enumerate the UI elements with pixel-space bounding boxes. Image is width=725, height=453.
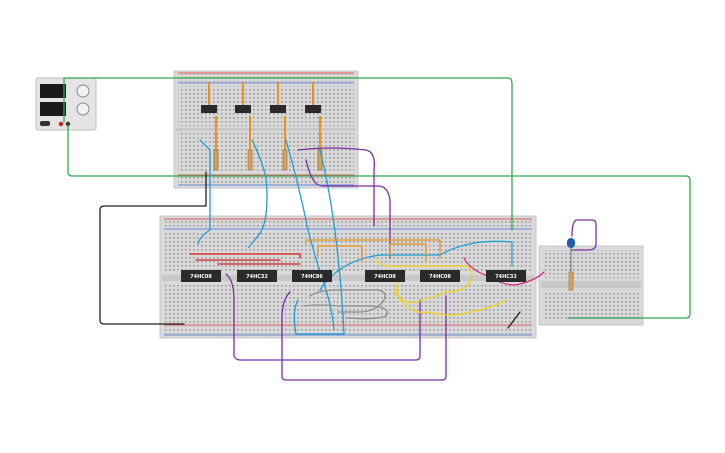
resistor-3-icon[interactable] (282, 149, 288, 171)
wire-orange-2 (317, 245, 363, 263)
wire-blue-1 (197, 139, 211, 245)
chip-label: 74HC08 (374, 274, 396, 280)
wire-purple-4 (281, 291, 447, 381)
chip-body (181, 270, 221, 282)
power-toggle[interactable] (40, 121, 50, 126)
chip-body (292, 270, 332, 282)
chip-label: 74HC32 (246, 274, 268, 280)
voltage-display (40, 84, 66, 98)
wire-magenta (463, 257, 545, 286)
switch-2[interactable] (235, 105, 251, 113)
resistor-led-icon[interactable] (568, 271, 574, 291)
wire-orange-3 (389, 243, 427, 263)
wire-purple-5 (571, 219, 597, 251)
current-knob-icon[interactable] (76, 102, 90, 116)
wire-blue-4 (293, 149, 345, 335)
wires[interactable] (63, 77, 691, 381)
chip-label: 74HC08 (429, 274, 451, 280)
current-display (40, 102, 66, 116)
chip-body (420, 270, 460, 282)
power-supply[interactable] (35, 77, 97, 131)
wire-green-bottom (67, 123, 691, 319)
wire-blue-3 (285, 139, 335, 331)
chip-body (486, 270, 526, 282)
chip-4[interactable]: 74HC08 (365, 270, 405, 282)
wire-red-1 (189, 253, 301, 259)
chip-1[interactable]: 74HC08 (181, 270, 221, 282)
chip-group: 74HC08 74HC32 74HC86 74HC08 74HC08 74HC32 (181, 270, 526, 282)
wire-purple-2 (305, 159, 391, 259)
switch-3[interactable] (270, 105, 286, 113)
wire-black-diag (507, 311, 521, 329)
chip-5[interactable]: 74HC08 (420, 270, 460, 282)
voltage-knob-icon[interactable] (76, 84, 90, 98)
chip-3[interactable]: 74HC86 (292, 270, 332, 282)
wire-gray-2 (303, 304, 389, 320)
breadboard-top[interactable] (173, 70, 359, 189)
chip-label: 74HC86 (301, 274, 323, 280)
wire-gray-1 (309, 289, 386, 313)
wire-green-top (63, 77, 513, 231)
chip-body (237, 270, 277, 282)
breadboard-main[interactable] (159, 215, 537, 339)
chip-6[interactable]: 74HC32 (486, 270, 526, 282)
wire-blue-2 (247, 139, 268, 249)
positive-terminal-icon[interactable] (58, 121, 64, 127)
chip-label: 74HC08 (190, 274, 212, 280)
chip-body (365, 270, 405, 282)
wire-black (99, 171, 207, 325)
breadboard-right[interactable] (538, 245, 644, 326)
switch-group (201, 82, 323, 171)
led-icon[interactable] (567, 238, 575, 248)
resistor-2-icon[interactable] (247, 149, 253, 171)
wire-orange-1 (305, 239, 441, 259)
wire-purple-3 (225, 273, 421, 361)
switch-4[interactable] (305, 105, 321, 113)
resistor-1-icon[interactable] (213, 149, 219, 171)
wire-yellow-1 (375, 259, 473, 304)
wire-purple-1 (297, 147, 375, 227)
chip-label: 74HC32 (495, 274, 517, 280)
switch-1[interactable] (201, 105, 217, 113)
led-circuit[interactable] (567, 238, 575, 291)
chip-2[interactable]: 74HC32 (237, 270, 277, 282)
wire-yellow-2 (393, 289, 507, 316)
